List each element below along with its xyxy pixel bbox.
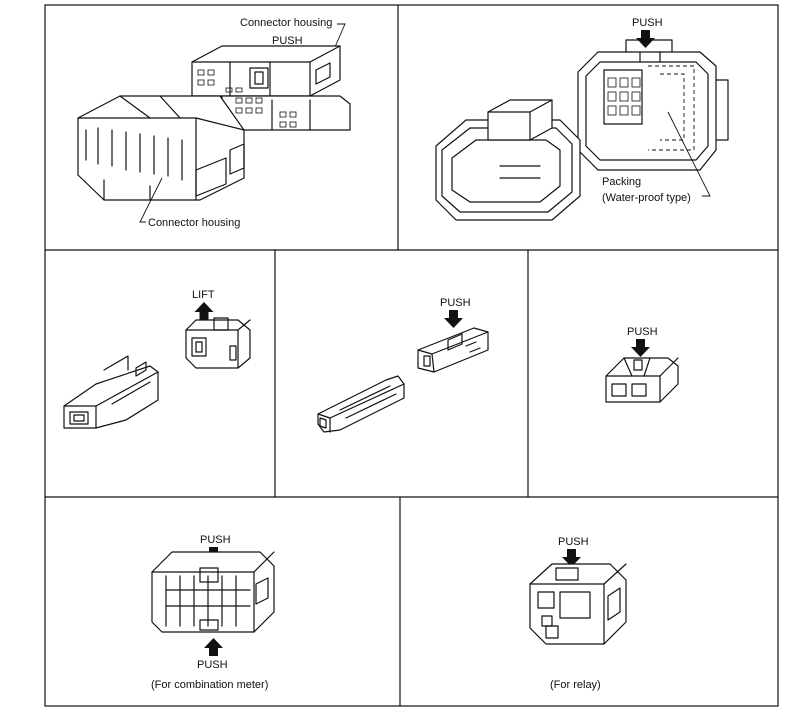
push-label: PUSH [272, 35, 303, 47]
push-label: PUSH [440, 297, 471, 309]
packing-label-line1: Packing [602, 176, 641, 188]
inline-receptacle-drawing [417, 327, 489, 373]
push-label: PUSH [558, 536, 589, 548]
lift-connector-upper-drawing [185, 317, 251, 369]
water-proof-plug-drawing [577, 39, 729, 171]
lift-arrow [194, 302, 214, 320]
packing-label-line2: (Water-proof type) [602, 192, 691, 204]
push-label: PUSH [627, 326, 658, 338]
push-arrow [444, 310, 463, 328]
leader-line-bottom [139, 177, 163, 223]
panel-two-pin: PUSH [605, 326, 679, 403]
connector-housing-top-label: Connector housing [240, 17, 332, 29]
push-top-label: PUSH [200, 534, 231, 546]
lift-connector-lower-drawing [63, 355, 159, 429]
combination-meter-connector-drawing [151, 551, 275, 633]
connector-housing-bottom-label: Connector housing [148, 217, 240, 229]
relay-caption: (For relay) [550, 679, 601, 691]
packing-leader-line [667, 111, 711, 197]
panel-water-proof: PUSH Packing (Water- [435, 17, 729, 221]
two-pin-connector-drawing [605, 357, 679, 403]
panel-connector-housing: Connector housing PUSH [77, 17, 351, 229]
relay-connector-drawing [529, 563, 627, 645]
panel-lift: LIFT [63, 289, 251, 429]
combination-meter-caption: (For combination meter) [151, 679, 268, 691]
panel-combination-meter: PUSH PUSH (For combination meter) [151, 534, 275, 691]
push-bottom-arrow [204, 638, 223, 656]
panel-inline-push: PUSH [317, 297, 489, 433]
lift-label: LIFT [192, 289, 215, 301]
push-bottom-label: PUSH [197, 659, 228, 671]
inline-plug-drawing [317, 375, 405, 433]
connector-housing-drawing [77, 95, 245, 201]
push-arrow [631, 339, 650, 357]
push-arrow [562, 549, 581, 567]
push-label: PUSH [632, 17, 663, 29]
water-proof-receptacle-drawing [435, 99, 581, 221]
panel-relay: PUSH (For relay) [529, 536, 627, 691]
push-arrow [636, 30, 655, 48]
diagram-frame [44, 4, 779, 707]
